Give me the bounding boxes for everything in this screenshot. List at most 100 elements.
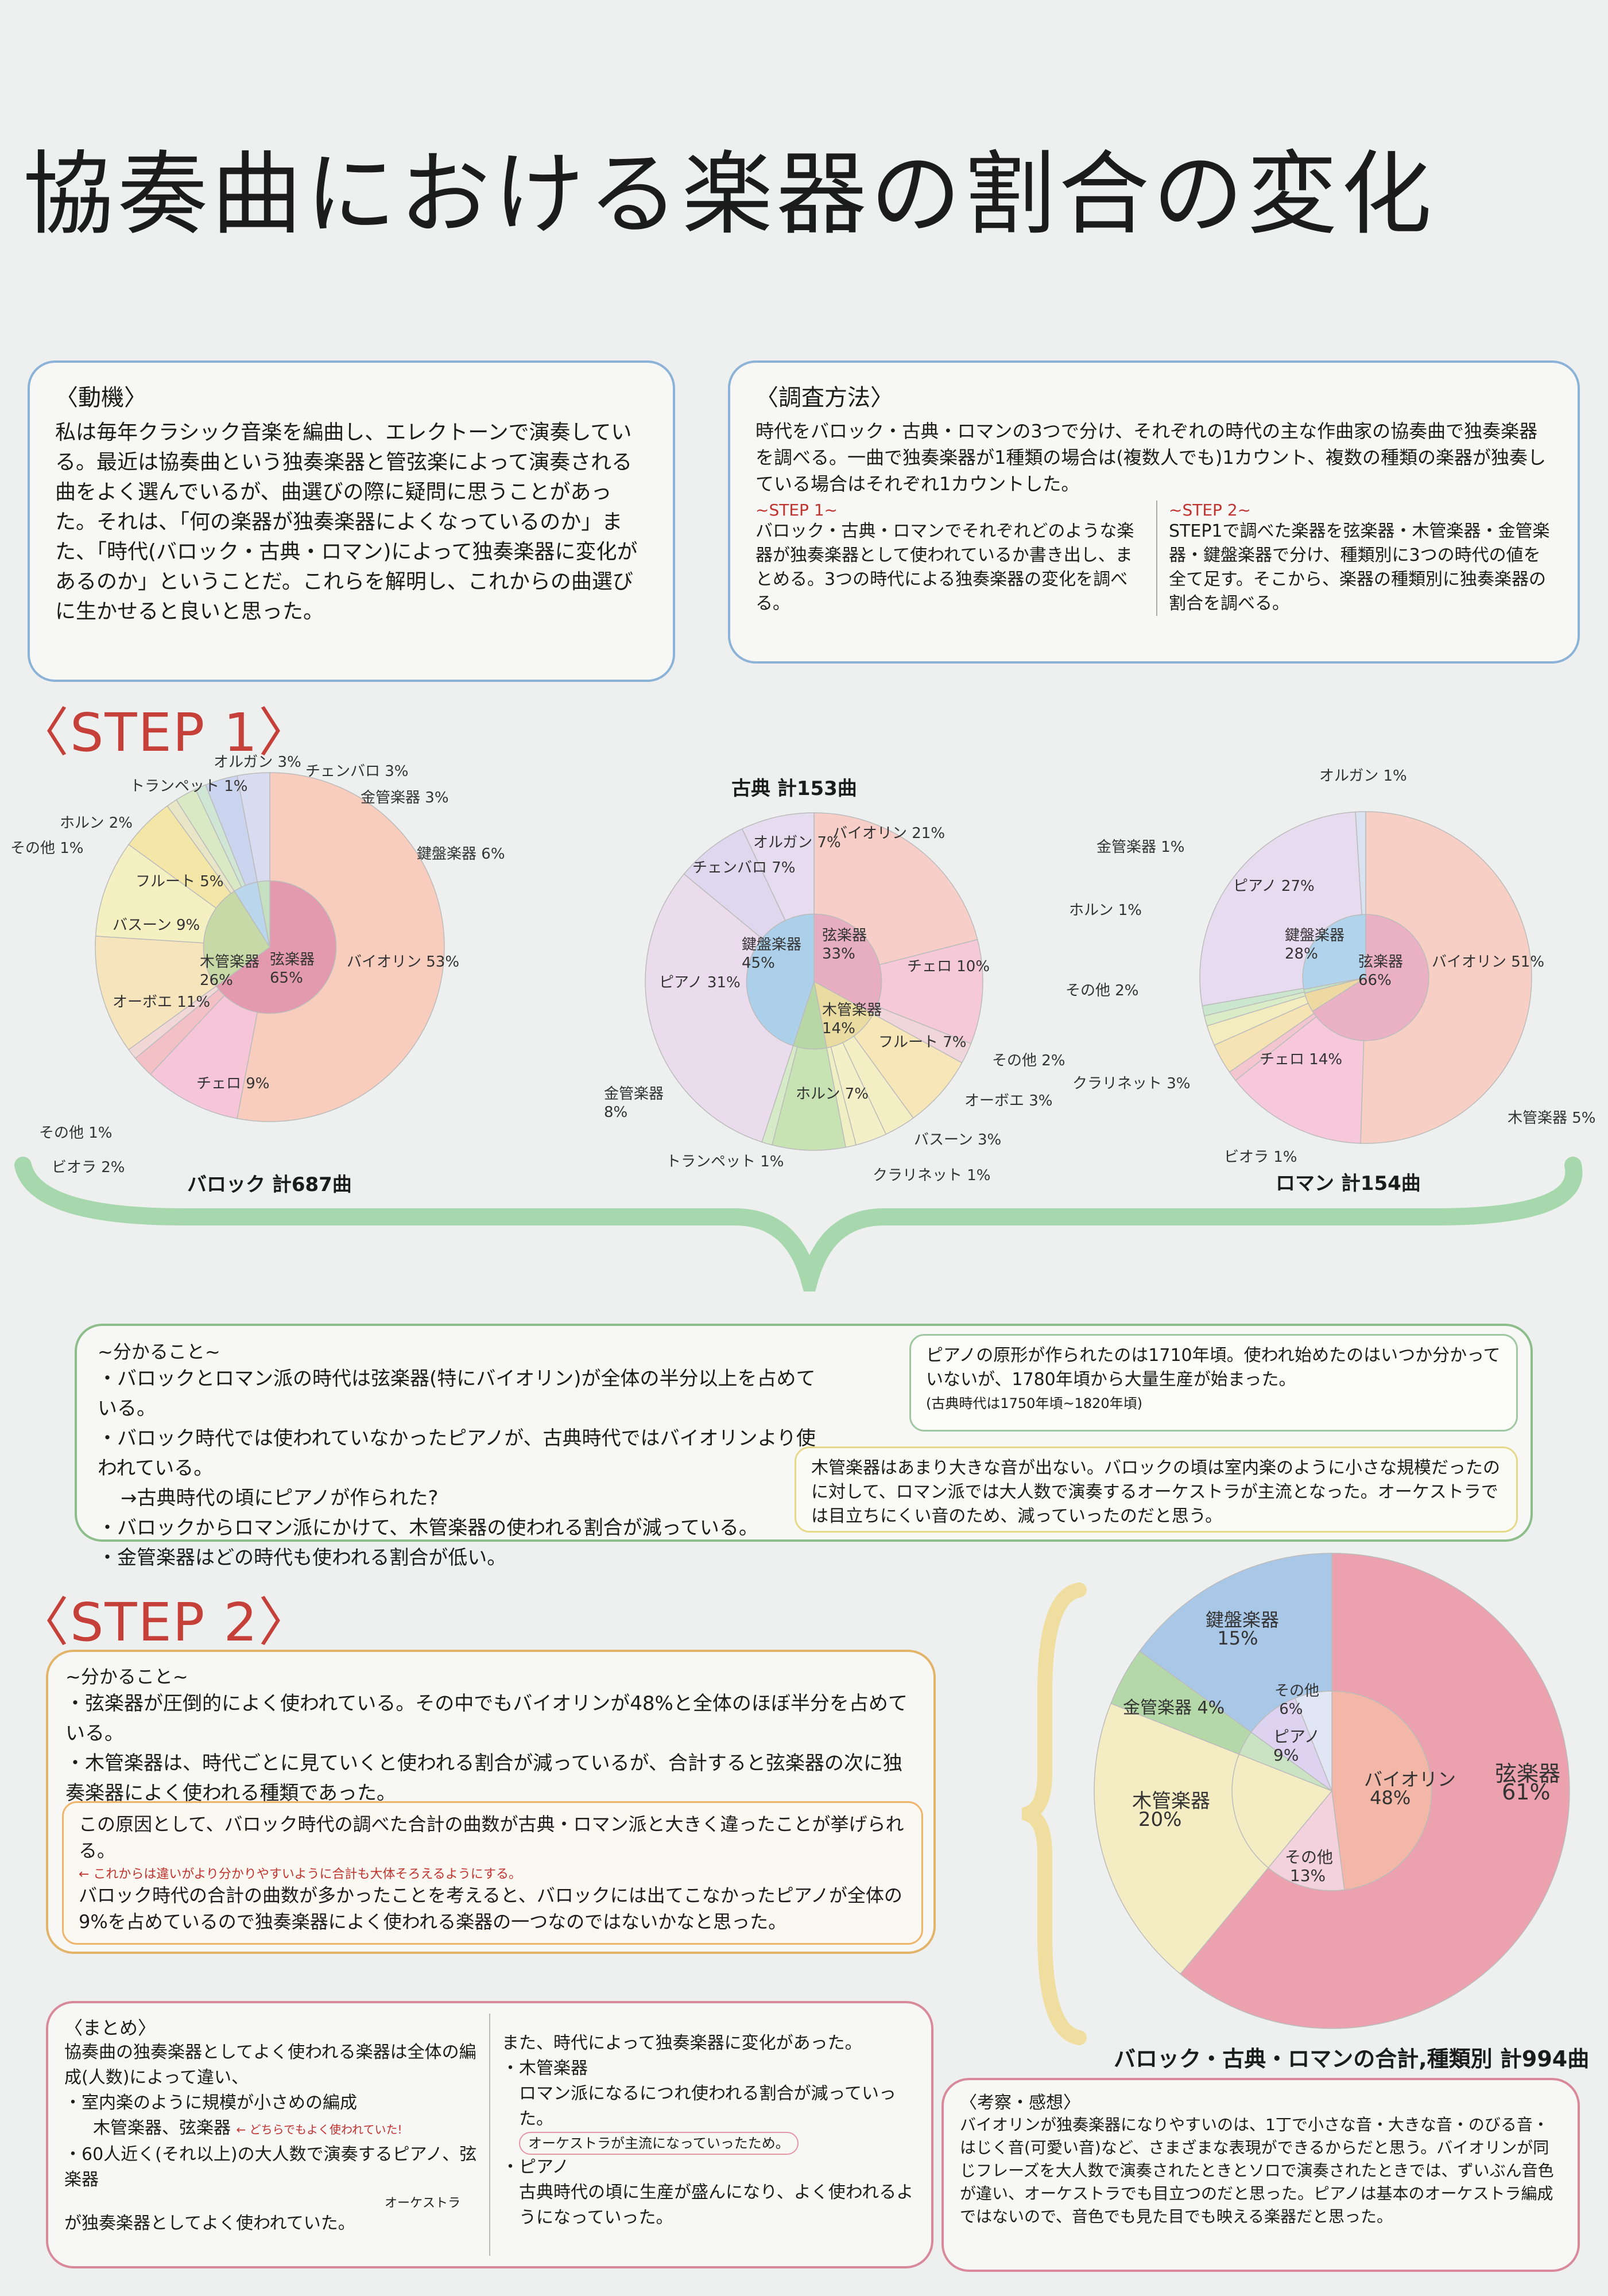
classic-outer-slice-9	[645, 873, 815, 1143]
summary-line: ・室内楽のように規模が小さめの編成	[64, 2093, 357, 2113]
baroque-chart-caption: バロック 計687曲	[187, 1173, 352, 1196]
step1-finding: →古典時代の頃にピアノが作られた?	[121, 1487, 439, 1510]
summary-line: ・ピアノ	[502, 2157, 569, 2177]
classic-inner-slice-0	[813, 913, 882, 1015]
step1-title: 〈STEP 1〉	[16, 702, 312, 763]
roman-label-viola: ビオラ 1%	[1224, 1149, 1297, 1166]
baroque-label-keyboard: 鍵盤楽器 6%	[417, 846, 505, 863]
summary-line: また、時代によって独奏楽器に変化があった。	[502, 2033, 862, 2053]
summary-box: 〈まとめ〉 協奏曲の独奏楽器としてよく使われる楽器は全体の編成(人数)によって違…	[46, 2001, 933, 2268]
step1-finding: ・バロックからロマン派にかけて、木管楽器の使われる割合が減っている。	[98, 1517, 758, 1539]
baroque-label-cello: チェロ 9%	[196, 1075, 270, 1092]
baroque-label-oboe: オーボエ 11%	[113, 994, 211, 1011]
roman-label-clarinet: クラリネット 3%	[1072, 1075, 1191, 1092]
motive-body: 私は毎年クラシック音楽を編曲し、エレクトーンで演奏している。最近は協奏曲という独…	[55, 421, 638, 623]
method-step2-body: STEP1で調べた楽器を弦楽器・木管楽器・金管楽器・鍵盤楽器で分け、種類別に3つ…	[1169, 521, 1550, 614]
classic-label-horn: ホルン 7%	[796, 1085, 869, 1103]
baroque-label-horn: ホルン 2%	[60, 815, 133, 832]
classic-pie-chart	[645, 812, 983, 1151]
roman-inner-slice-3	[1302, 914, 1366, 990]
baroque-label-cembalo: チェンバロ 3%	[305, 763, 409, 780]
total-inner-other2: その他 6%	[1274, 1682, 1320, 1718]
step1-finding: ・バロックとロマン派の時代は弦楽器(特にバイオリン)が全体の半分以上を占めている…	[98, 1367, 816, 1420]
step1-finding: ・バロック時代では使われていなかったピアノが、古典時代ではバイオリンより使われて…	[98, 1427, 816, 1480]
summary-note-orchestra: オーケストラ	[384, 2196, 460, 2210]
baroque-label-organ: オルガン 3%	[214, 754, 301, 771]
motive-box: 〈動機〉 私は毎年クラシック音楽を編曲し、エレクトーンで演奏している。最近は協奏…	[28, 360, 675, 682]
roman-label-violin: バイオリン 51%	[1432, 953, 1545, 971]
summary-note-orchestra-main: オーケストラが主流になっていったため。	[519, 2132, 799, 2155]
roman-label-organ: オルガン 1%	[1319, 767, 1407, 785]
classic-inner-slice-3	[746, 913, 815, 1046]
method-step2-heading: ~STEP 2~	[1169, 501, 1251, 519]
baroque-label-flute: フルート 5%	[135, 873, 224, 890]
summary-right: また、時代によって独奏楽器に変化があった。 ・木管楽器 ロマン派になるにつれ使わ…	[490, 2014, 915, 2256]
piano-note-sub: (古典時代は1750年頃~1820年頃)	[926, 1395, 1142, 1411]
classic-chart-caption: 古典 計153曲	[731, 777, 857, 800]
classic-outer-slice-1	[812, 938, 983, 1045]
method-step1-body: バロック・古典・ロマンでそれぞれどのような楽器が独奏楽器として使われているか書き…	[755, 521, 1134, 614]
step2-title: 〈STEP 2〉	[16, 1592, 312, 1653]
total-chart-caption: バロック・古典・ロマンの合計,種類別 計994曲	[1114, 2046, 1590, 2072]
step1-findings-heading: ~分かること~	[98, 1341, 220, 1363]
consideration-body: バイオリンが独奏楽器になりやすいのは、1丁で小さな音・大きな音・のびる音・はじく…	[960, 2115, 1554, 2226]
summary-heading: 〈まとめ〉	[64, 2017, 157, 2039]
method-box: 〈調査方法〉 時代をバロック・古典・ロマンの3つで分け、それぞれの時代の主な作曲…	[728, 360, 1580, 664]
summary-line: が独奏楽器としてよく使われていた。	[64, 2213, 355, 2233]
step2-brace	[1022, 1583, 1087, 2045]
classic-label-cello: チェロ 10%	[907, 958, 990, 975]
baroque-label-other-string: その他 1%	[39, 1124, 113, 1142]
summary-line: ・木管楽器	[502, 2058, 588, 2078]
classic-label-bassoon: バスーン 3%	[914, 1131, 1002, 1149]
total-label-string: 弦楽器 61%	[1495, 1761, 1561, 1805]
method-body: 時代をバロック・古典・ロマンの3つで分け、それぞれの時代の主な作曲家の協奏曲で独…	[755, 420, 1547, 495]
roman-label-wood-callout: 木管楽器 5%	[1508, 1110, 1596, 1127]
roman-pie-chart	[1199, 811, 1532, 1144]
baroque-label-viola: ビオラ 2%	[52, 1159, 125, 1176]
motive-heading: 〈動機〉	[55, 385, 147, 411]
total-inner-slice-0	[1331, 1690, 1432, 1891]
step2-finding: ・弦楽器が圧倒的によく使われている。その中でもバイオリンが48%と全体のほぼ半分…	[65, 1692, 908, 1745]
step1-finding: ・金管楽器はどの時代も使われる割合が低い。	[98, 1546, 507, 1569]
roman-label-brass: 金管楽器 1%	[1096, 839, 1185, 856]
woodwind-note: 木管楽器はあまり大きな音が出ない。バロックの頃は室内楽のように小さな規模だったの…	[811, 1458, 1500, 1526]
roman-label-other: その他 2%	[1065, 982, 1139, 999]
baroque-label-brass: 金管楽器 3%	[361, 789, 449, 806]
method-heading: 〈調査方法〉	[755, 385, 893, 411]
baroque-label-violin: バイオリン 53%	[347, 953, 460, 971]
classic-label-clarinet: クラリネット 1%	[873, 1167, 991, 1184]
roman-label-horn: ホルン 1%	[1069, 902, 1142, 919]
step2-reason2: バロック時代の合計の曲数が多かったことを考えると、バロックには出てこなかったピア…	[79, 1884, 902, 1933]
step2-finding: ・木管楽器は、時代ごとに見ていくと使われる割合が減っているが、合計すると弦楽器の…	[65, 1752, 902, 1805]
baroque-label-trumpet: トランペット 1%	[130, 778, 248, 795]
summary-left: 〈まとめ〉 協奏曲の独奏楽器としてよく使われる楽器は全体の編成(人数)によって違…	[64, 2014, 490, 2256]
page-title: 協奏曲における楽器の割合の変化	[23, 142, 1435, 247]
total-label-brass: 金管楽器 4%	[1123, 1698, 1225, 1718]
step1-findings-box: ~分かること~ ・バロックとロマン派の時代は弦楽器(特にバイオリン)が全体の半分…	[75, 1324, 1533, 1569]
baroque-label-bassoon: バスーン 9%	[113, 917, 200, 934]
step2-findings-heading: ~分かること~	[65, 1666, 188, 1688]
total-inner-other: その他 13%	[1285, 1848, 1334, 1885]
summary-line: 木管楽器、弦楽器 ← どちらでもよく使われていた!	[93, 2118, 402, 2138]
roman-chart-caption: ロマン 計154曲	[1276, 1172, 1421, 1195]
roman-label-cello: チェロ 14%	[1260, 1051, 1343, 1068]
roman-label-piano: ピアノ 27%	[1233, 878, 1315, 895]
summary-line: 古典時代の頃に生産が盛んになり、よく使われるようになっていった。	[519, 2182, 914, 2228]
total-inner-violin: バイオリン 48%	[1364, 1768, 1456, 1809]
total-label-keyboard: 鍵盤楽器 15%	[1206, 1609, 1280, 1649]
total-inner-slice-4	[1250, 1697, 1333, 1793]
baroque-inner-slice-0	[215, 880, 337, 1014]
piano-note-box: ピアノの原形が作られたのは1710年頃。使われ始めたのはいつか分かっていないが、…	[909, 1334, 1518, 1432]
classic-outer-slice-7	[771, 981, 846, 1151]
step2-reason: この原因として、バロック時代の調べた合計の曲数が古典・ロマン派と大きく違ったこと…	[79, 1813, 904, 1861]
step1-brace	[14, 1157, 1583, 1292]
step1-findings-list: ・バロックとロマン派の時代は弦楽器(特にバイオリン)が全体の半分以上を占めている…	[98, 1364, 821, 1573]
